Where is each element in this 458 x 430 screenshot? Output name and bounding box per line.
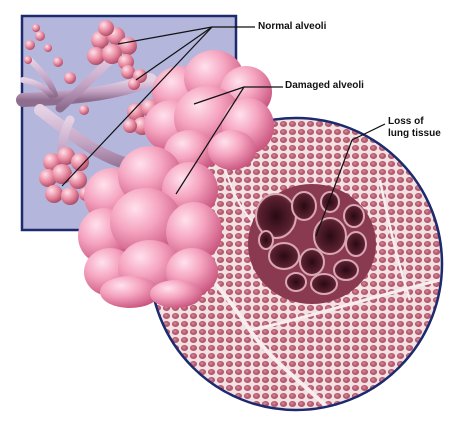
label-loss-line-1: Loss of [388, 116, 424, 127]
label-normal-alveoli: Normal alveoli [258, 21, 327, 32]
damaged-alveoli-lower [78, 146, 222, 308]
label-loss-of-lung-tissue: Loss of lung tissue [388, 116, 441, 140]
alveolar-cluster-left [39, 147, 93, 205]
leader-lines [61, 26, 386, 237]
emphysema-holes [248, 184, 376, 304]
small-alveoli-beads [24, 24, 89, 115]
label-damaged-alveoli: Damaged alveoli [285, 80, 364, 91]
alveolar-cluster-mid [121, 65, 147, 90]
label-loss-line-2: lung tissue [388, 128, 441, 139]
